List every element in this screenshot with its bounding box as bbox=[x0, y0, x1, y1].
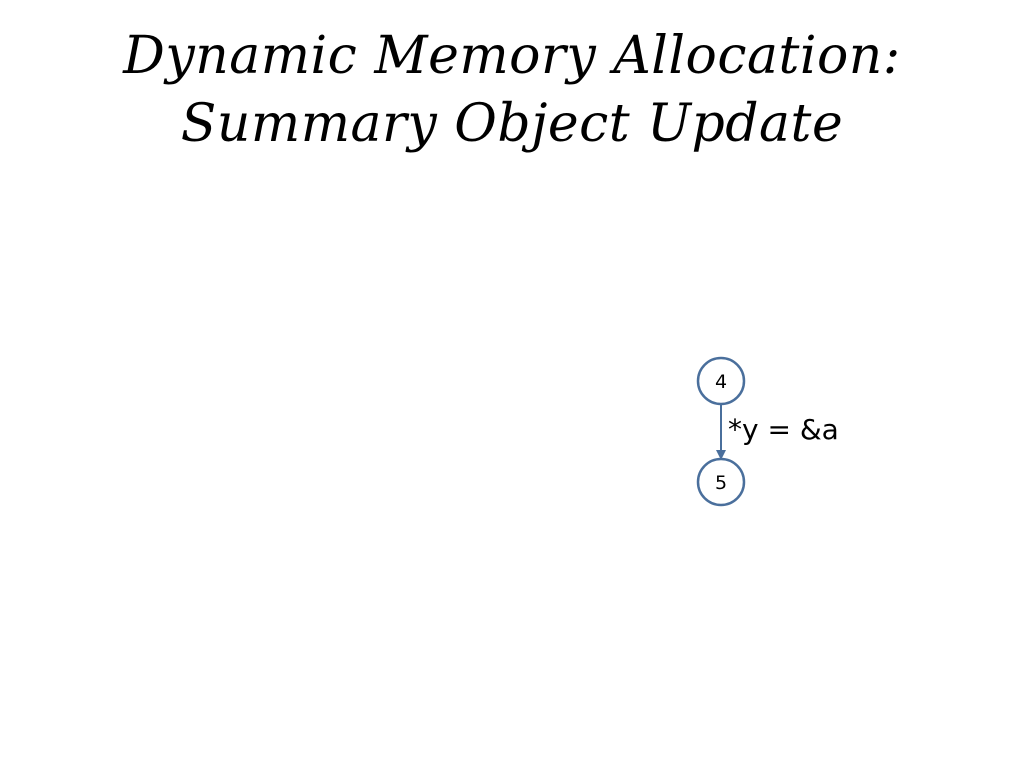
node-5-label: 5 bbox=[715, 472, 727, 494]
slide-title: Dynamic Memory Allocation: Summary Objec… bbox=[0, 22, 1024, 158]
title-line-2: Summary Object Update bbox=[180, 94, 844, 154]
node-4-label: 4 bbox=[715, 371, 727, 393]
node-4: 4 bbox=[696, 356, 746, 406]
node-5: 5 bbox=[696, 457, 746, 507]
edge-label-store: *y = &a bbox=[728, 413, 839, 446]
title-line-1: Dynamic Memory Allocation: bbox=[123, 26, 901, 86]
node-5-circle bbox=[696, 457, 746, 507]
node-4-circle bbox=[696, 356, 746, 406]
